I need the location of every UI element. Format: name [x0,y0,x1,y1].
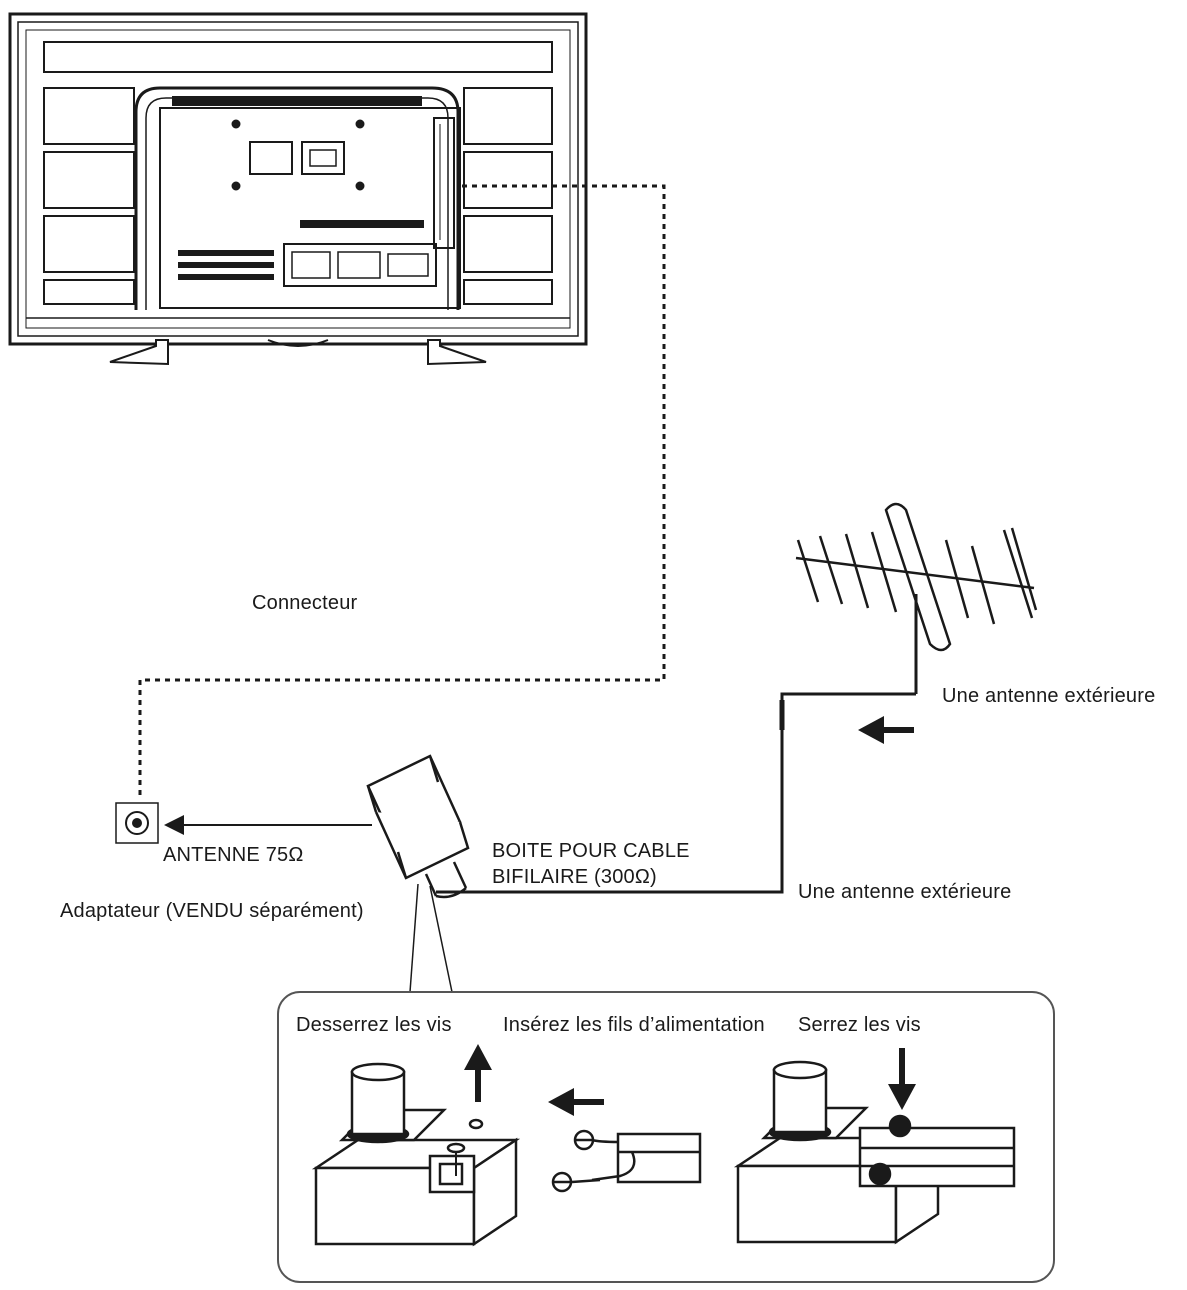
coax-socket-icon [115,802,159,844]
signal-direction-arrow [858,716,914,744]
connector-open-icon [311,1062,521,1247]
loosen-up-arrow [464,1044,492,1102]
tighten-down-arrow [888,1048,916,1110]
balun-box-icon [366,754,470,899]
connector-label: Connecteur [252,592,358,614]
box-label-line2: BIFILAIRE (300Ω) [492,866,657,888]
signal-arrow-to-socket [164,815,372,835]
antenna-cable [436,692,916,894]
twin-lead-wires-icon [551,1129,702,1193]
tv-rear-panel-icon [8,12,588,366]
outdoor-antenna-label-bottom: Une antenne extérieure [798,881,1012,903]
connector-dotted-line [138,184,666,800]
connector-tight-icon [733,1060,1016,1245]
adapter-label: Adaptateur (VENDU séparément) [60,900,364,922]
outdoor-antenna-label-top: Une antenne extérieure [942,685,1156,707]
box-label-line1: BOITE POUR CABLE [492,840,690,862]
yagi-antenna-icon [795,502,1038,694]
step-loosen-label: Desserrez les vis [296,1014,452,1036]
step-insert-label: Insérez les fils d’alimentation [503,1014,765,1036]
step-tighten-label: Serrez les vis [798,1014,921,1036]
antenna-75-label: ANTENNE 75Ω [163,844,304,866]
detail-callout-box [277,991,1055,1283]
insert-left-arrow [548,1088,604,1116]
